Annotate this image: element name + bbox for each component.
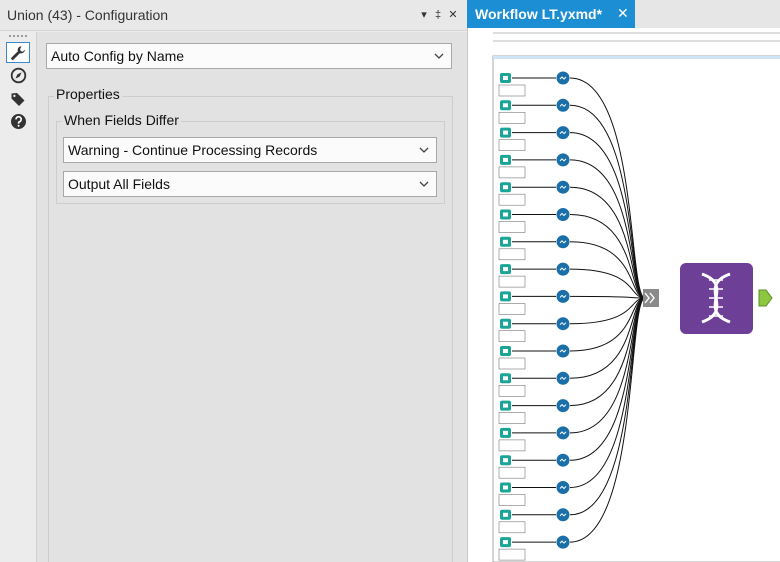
fields-differ-label: When Fields Differ — [62, 112, 181, 128]
input-tool-glyph — [503, 376, 508, 381]
workflow-diagram[interactable] — [468, 28, 780, 562]
select-tool-glyph — [559, 103, 567, 108]
select-tool-glyph — [559, 185, 567, 189]
tab-workflow-label: Workflow LT.yxmd* — [475, 6, 603, 22]
input-annotation — [498, 221, 526, 233]
tab-workflow[interactable]: Workflow LT.yxmd* ✕ — [467, 0, 635, 28]
input-annotation — [498, 166, 526, 179]
properties-label: Properties — [54, 86, 122, 102]
wrench-icon[interactable] — [6, 42, 30, 63]
input-tool-glyph — [503, 430, 508, 435]
select-tool-glyph — [559, 267, 567, 271]
compass-icon[interactable] — [6, 65, 30, 86]
input-annotation — [498, 84, 526, 97]
connection-line — [569, 214, 646, 299]
tag-icon[interactable] — [6, 88, 30, 109]
drag-grip[interactable] — [9, 35, 27, 37]
chevron-down-icon — [434, 53, 444, 59]
chevron-down-icon — [419, 181, 429, 187]
input-tool-glyph — [503, 485, 508, 490]
input-tool-glyph — [503, 267, 508, 272]
input-tool-glyph — [503, 512, 508, 517]
input-annotation — [498, 303, 526, 315]
close-icon[interactable]: ✕ — [448, 9, 458, 21]
connection-line — [569, 186, 646, 299]
input-tool-glyph — [503, 239, 508, 244]
input-annotation — [498, 548, 526, 561]
select-tool-glyph — [559, 403, 567, 408]
input-annotation — [498, 494, 526, 506]
select-tool-glyph — [559, 485, 567, 490]
select-tool-glyph — [559, 513, 567, 517]
select-tool-glyph — [559, 431, 567, 435]
select-tool-glyph — [559, 376, 567, 381]
config-mode-value: Auto Config by Name — [51, 48, 185, 64]
chevron-down-icon — [419, 147, 429, 153]
union-input-anchor — [643, 289, 659, 307]
input-annotation — [498, 330, 526, 343]
input-tool-glyph — [503, 185, 508, 190]
connection-line — [569, 268, 646, 299]
select-tool-glyph — [559, 158, 567, 162]
input-annotation — [498, 466, 526, 479]
connection-line — [569, 297, 646, 325]
properties-group — [48, 96, 453, 562]
input-annotation — [498, 357, 526, 370]
union-output-anchor[interactable] — [758, 289, 773, 307]
select-tool-glyph — [559, 349, 567, 353]
input-tool-glyph — [503, 294, 508, 299]
configuration-title: Union (43) - Configuration — [7, 7, 169, 23]
connection-line — [569, 295, 646, 299]
config-mode-select[interactable]: Auto Config by Name — [46, 43, 452, 69]
select-tool-glyph — [559, 130, 567, 135]
connection-line — [569, 297, 646, 543]
select-tool-glyph — [559, 212, 567, 217]
panel-menu-icon[interactable]: ▾ — [421, 9, 427, 21]
output-fields-value: Output All Fields — [68, 176, 170, 192]
input-annotation — [498, 384, 526, 397]
input-tool-glyph — [503, 403, 508, 408]
input-tool-glyph — [503, 130, 508, 135]
select-tool-glyph — [559, 540, 567, 544]
input-annotation — [498, 521, 526, 534]
input-tool-glyph — [503, 103, 508, 108]
select-tool-glyph — [559, 294, 567, 299]
input-tool-glyph — [503, 349, 508, 353]
connection-line — [569, 159, 646, 299]
configuration-panel: Union (43) - Configuration ▾ ‡ ✕ Auto Co… — [0, 0, 467, 562]
configuration-rail — [0, 32, 36, 562]
select-tool-glyph — [559, 458, 567, 462]
input-annotation — [498, 275, 526, 288]
input-annotation — [498, 412, 526, 424]
input-tool-glyph — [503, 540, 508, 545]
input-annotation — [498, 139, 526, 151]
select-tool-glyph — [559, 321, 567, 326]
input-tool-glyph — [503, 157, 508, 162]
configuration-content: Auto Config by Name Properties When Fiel… — [36, 32, 467, 562]
input-annotation — [498, 112, 526, 124]
fields-differ-select[interactable]: Warning - Continue Processing Records — [63, 137, 437, 163]
select-tool-glyph — [559, 240, 567, 244]
container-header — [493, 56, 780, 59]
input-tool-glyph — [503, 76, 508, 80]
output-fields-select[interactable]: Output All Fields — [63, 171, 437, 197]
input-annotation — [498, 193, 526, 206]
input-tool-glyph — [503, 321, 508, 326]
help-icon[interactable] — [6, 111, 30, 132]
select-tool-glyph — [559, 76, 567, 80]
configuration-title-bar: Union (43) - Configuration ▾ ‡ ✕ — [0, 0, 467, 31]
pin-icon[interactable]: ‡ — [434, 9, 442, 21]
input-annotation — [498, 439, 526, 452]
close-icon[interactable]: ✕ — [617, 5, 629, 21]
connection-line — [569, 241, 646, 299]
fields-differ-value: Warning - Continue Processing Records — [68, 142, 318, 158]
fields-differ-group — [56, 121, 445, 204]
union-anchor-chevrons — [644, 292, 655, 304]
input-annotation — [498, 248, 526, 261]
input-tool-glyph — [503, 212, 508, 217]
workflow-canvas[interactable] — [467, 28, 780, 562]
input-tool-glyph — [503, 458, 508, 463]
